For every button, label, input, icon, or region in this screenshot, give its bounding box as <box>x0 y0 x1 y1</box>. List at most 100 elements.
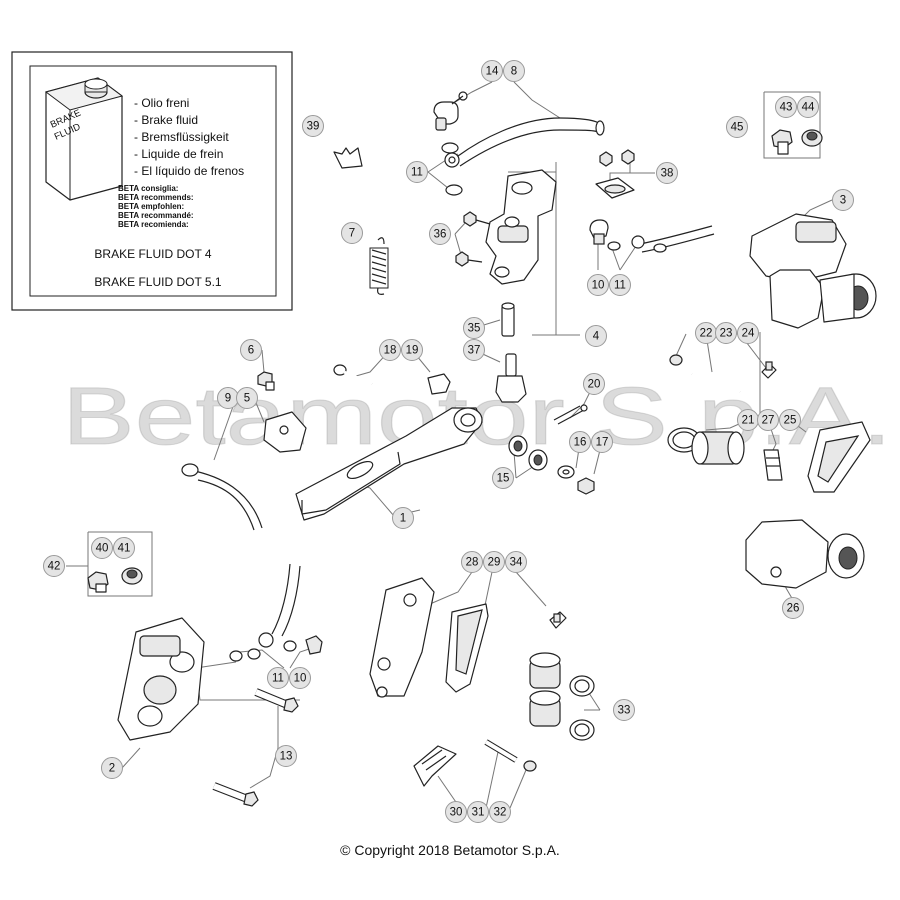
banjo-fitting-14 <box>433 91 468 131</box>
callout-number: 45 <box>731 122 744 134</box>
front-caliper-2 <box>117 617 205 741</box>
callout-number: 26 <box>787 603 800 615</box>
copyright-text: © Copyright 2018 Betamotor S.p.A. <box>340 842 560 858</box>
callout-number: 5 <box>244 393 250 405</box>
callout-37: 37 <box>463 339 485 361</box>
callout-number: 11 <box>272 673 284 685</box>
callout-40: 40 <box>91 537 113 559</box>
callout-number: 30 <box>450 807 463 819</box>
bolt-40 <box>87 571 109 593</box>
callout-number: 37 <box>468 345 481 357</box>
callout-5: 5 <box>236 387 258 409</box>
screw-36 <box>455 211 491 267</box>
rear-caliper-3 <box>749 213 877 329</box>
callout-number: 23 <box>720 328 733 340</box>
callout-number: 11 <box>411 167 423 179</box>
fluid-name-en: - Brake fluid <box>134 113 198 127</box>
callout-number: 1 <box>400 513 406 525</box>
callout-42: 42 <box>43 555 65 577</box>
callout-number: 41 <box>118 543 131 555</box>
bushings-15 <box>508 435 548 471</box>
callout-number: 36 <box>434 229 447 241</box>
callout-number: 8 <box>511 66 517 78</box>
callout-38: 38 <box>656 162 678 184</box>
callout-3: 3 <box>832 189 854 211</box>
recommend-es: BETA recomienda: <box>118 220 189 229</box>
callout-number: 24 <box>742 328 755 340</box>
callout-10: 10 <box>587 274 609 296</box>
callout-36: 36 <box>429 223 451 245</box>
callout-number: 7 <box>349 228 355 240</box>
callout-number: 17 <box>596 437 609 449</box>
callout-number: 38 <box>661 168 674 180</box>
return-spring-7 <box>369 237 389 295</box>
callout-13: 13 <box>275 745 297 767</box>
callout-8: 8 <box>503 60 525 82</box>
brake-fluid-can-icon: BRAKE FLUID <box>44 77 124 201</box>
callout-14: 14 <box>481 60 503 82</box>
callout-44: 44 <box>797 96 819 118</box>
callout-29: 29 <box>483 551 505 573</box>
callout-28: 28 <box>461 551 483 573</box>
callout-number: 32 <box>494 807 507 819</box>
callout-19: 19 <box>401 339 423 361</box>
bleeder-24 <box>761 361 777 379</box>
callout-1: 1 <box>392 507 414 529</box>
callout-17: 17 <box>591 431 613 453</box>
callout-number: 14 <box>486 66 499 78</box>
callout-11: 11 <box>609 274 631 296</box>
clevis-37 <box>495 353 527 403</box>
bracket-19 <box>427 373 451 395</box>
pad-spring-27 <box>763 449 783 481</box>
caliper-pistons-33 <box>529 652 595 741</box>
callout-43: 43 <box>775 96 797 118</box>
caliper-pistons-21 <box>667 427 745 465</box>
callout-number: 3 <box>840 195 846 207</box>
master-cylinder-4 <box>485 169 557 285</box>
bolt-43 <box>771 129 793 155</box>
pad-pin-31 <box>484 739 518 763</box>
callout-34: 34 <box>505 551 527 573</box>
callout-26: 26 <box>782 597 804 619</box>
callout-16: 16 <box>569 431 591 453</box>
callout-35: 35 <box>463 317 485 339</box>
callout-27: 27 <box>757 409 779 431</box>
pivot-pin-18 <box>333 364 373 386</box>
fluid-name-list: - Olio freni - Brake fluid - Bremsflüssi… <box>134 96 244 178</box>
rear-brake-hose-8 <box>444 117 605 168</box>
plug-22 <box>669 354 683 366</box>
caliper-bracket-26 <box>745 519 865 589</box>
split-pin-20 <box>553 404 588 425</box>
callout-11: 11 <box>406 161 428 183</box>
callout-31: 31 <box>467 801 489 823</box>
callout-21: 21 <box>737 409 759 431</box>
pad-spring-30 <box>413 745 457 787</box>
callout-number: 2 <box>109 763 115 775</box>
callout-22: 22 <box>695 322 717 344</box>
callout-15: 15 <box>492 467 514 489</box>
callout-18: 18 <box>379 339 401 361</box>
callout-39: 39 <box>302 115 324 137</box>
callout-number: 33 <box>618 705 631 717</box>
callout-7: 7 <box>341 222 363 244</box>
callout-24: 24 <box>737 322 759 344</box>
plug-44 <box>801 129 823 147</box>
bleeder-valve-10-top <box>589 219 609 245</box>
callout-number: 39 <box>307 121 320 133</box>
callout-number: 10 <box>294 673 307 685</box>
callout-23: 23 <box>715 322 737 344</box>
bleeder-34 <box>549 611 567 629</box>
brake-pedal-1 <box>295 407 483 521</box>
callout-number: 19 <box>406 345 419 357</box>
callout-11: 11 <box>267 667 289 689</box>
recommend-list: BETA consiglia: BETA recommends: BETA em… <box>118 184 194 229</box>
callout-20: 20 <box>583 373 605 395</box>
callout-number: 20 <box>588 379 601 391</box>
callout-number: 10 <box>592 280 605 292</box>
fluid-name-it: - Olio freni <box>134 96 189 110</box>
callout-number: 9 <box>225 393 231 405</box>
callout-number: 21 <box>742 415 755 427</box>
